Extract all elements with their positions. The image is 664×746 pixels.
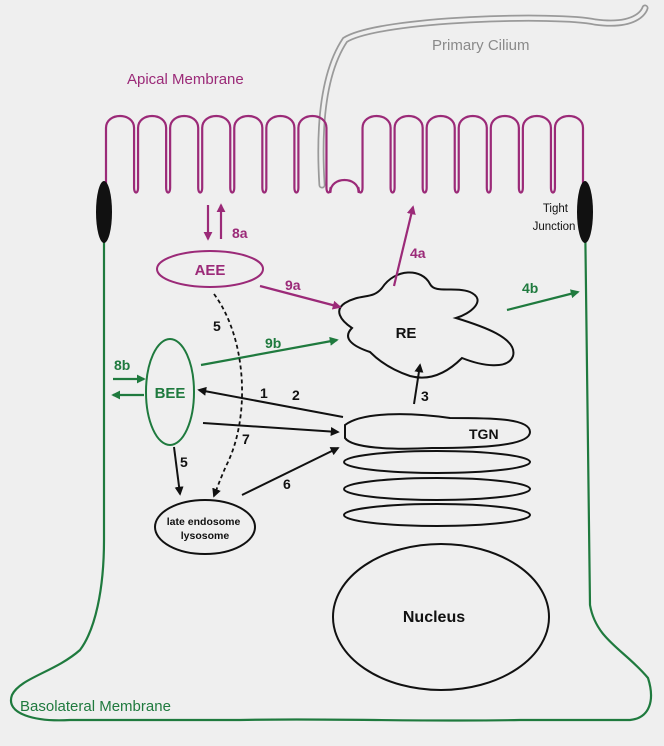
pathway-8a-label: 8a [232, 225, 248, 241]
primary-cilium-label: Primary Cilium [432, 37, 530, 54]
arrow-4a [392, 205, 416, 287]
re-compartment [338, 271, 515, 379]
late-endosome-lysosome [154, 499, 256, 555]
aee-label: AEE [195, 262, 226, 279]
arrow-9b [200, 336, 339, 367]
nucleus-label: Nucleus [403, 609, 465, 626]
pathway-9a-label: 9a [285, 277, 301, 293]
tight-junction-label-line1: Tight [543, 203, 569, 215]
tight-junction-left-icon [96, 181, 112, 243]
nucleus [332, 543, 550, 691]
pathway-2-label: 2 [292, 387, 300, 403]
late-endosome-label-line2: lysosome [181, 530, 230, 542]
pathway-4a-label: 4a [410, 245, 426, 261]
tgn-label: TGN [469, 426, 499, 442]
pathway-7-label: 7 [242, 431, 250, 447]
golgi-cisterna [343, 450, 531, 474]
apical-membrane [102, 114, 589, 211]
arrow-5-bee [173, 446, 184, 496]
basolateral-membrane-label: Basolateral Membrane [20, 698, 171, 715]
arrow-3 [413, 363, 424, 405]
tgn-compartment [344, 413, 532, 450]
arrow-5-dashed [212, 293, 243, 498]
pathway-5-bee-label: 5 [180, 454, 188, 470]
arrow-1-2 [197, 386, 344, 418]
pathway-4b-label: 4b [522, 280, 538, 296]
arrow-7 [202, 422, 340, 437]
bee-compartment [145, 338, 195, 446]
tight-junction-right-icon [577, 181, 593, 243]
tight-junction-label-line2: Junction [533, 221, 576, 233]
pathway-1-label: 1 [260, 385, 268, 401]
arrow-4b [506, 289, 580, 312]
basolateral-membrane [9, 209, 653, 722]
late-endosome-label-line1: late endosome [167, 516, 241, 528]
tight-junction-label: Tight Junction [533, 203, 576, 233]
apical-membrane-label: Apical Membrane [127, 71, 244, 88]
pathway-9b-label: 9b [265, 335, 281, 351]
golgi-cisterna [343, 503, 531, 527]
golgi-cisterna [343, 477, 531, 501]
arrow-9a [259, 284, 342, 310]
pathway-8b-label: 8b [114, 357, 130, 373]
bee-label: BEE [155, 385, 186, 402]
aee-compartment [156, 250, 264, 288]
re-label: RE [396, 325, 417, 342]
pathway-5-aee-label: 5 [213, 318, 221, 334]
pathway-3-label: 3 [421, 388, 429, 404]
pathway-6-label: 6 [283, 476, 291, 492]
primary-cilium [317, 4, 649, 189]
late-endosome-label: late endosome lysosome [167, 516, 243, 542]
arrow-6 [241, 447, 340, 496]
